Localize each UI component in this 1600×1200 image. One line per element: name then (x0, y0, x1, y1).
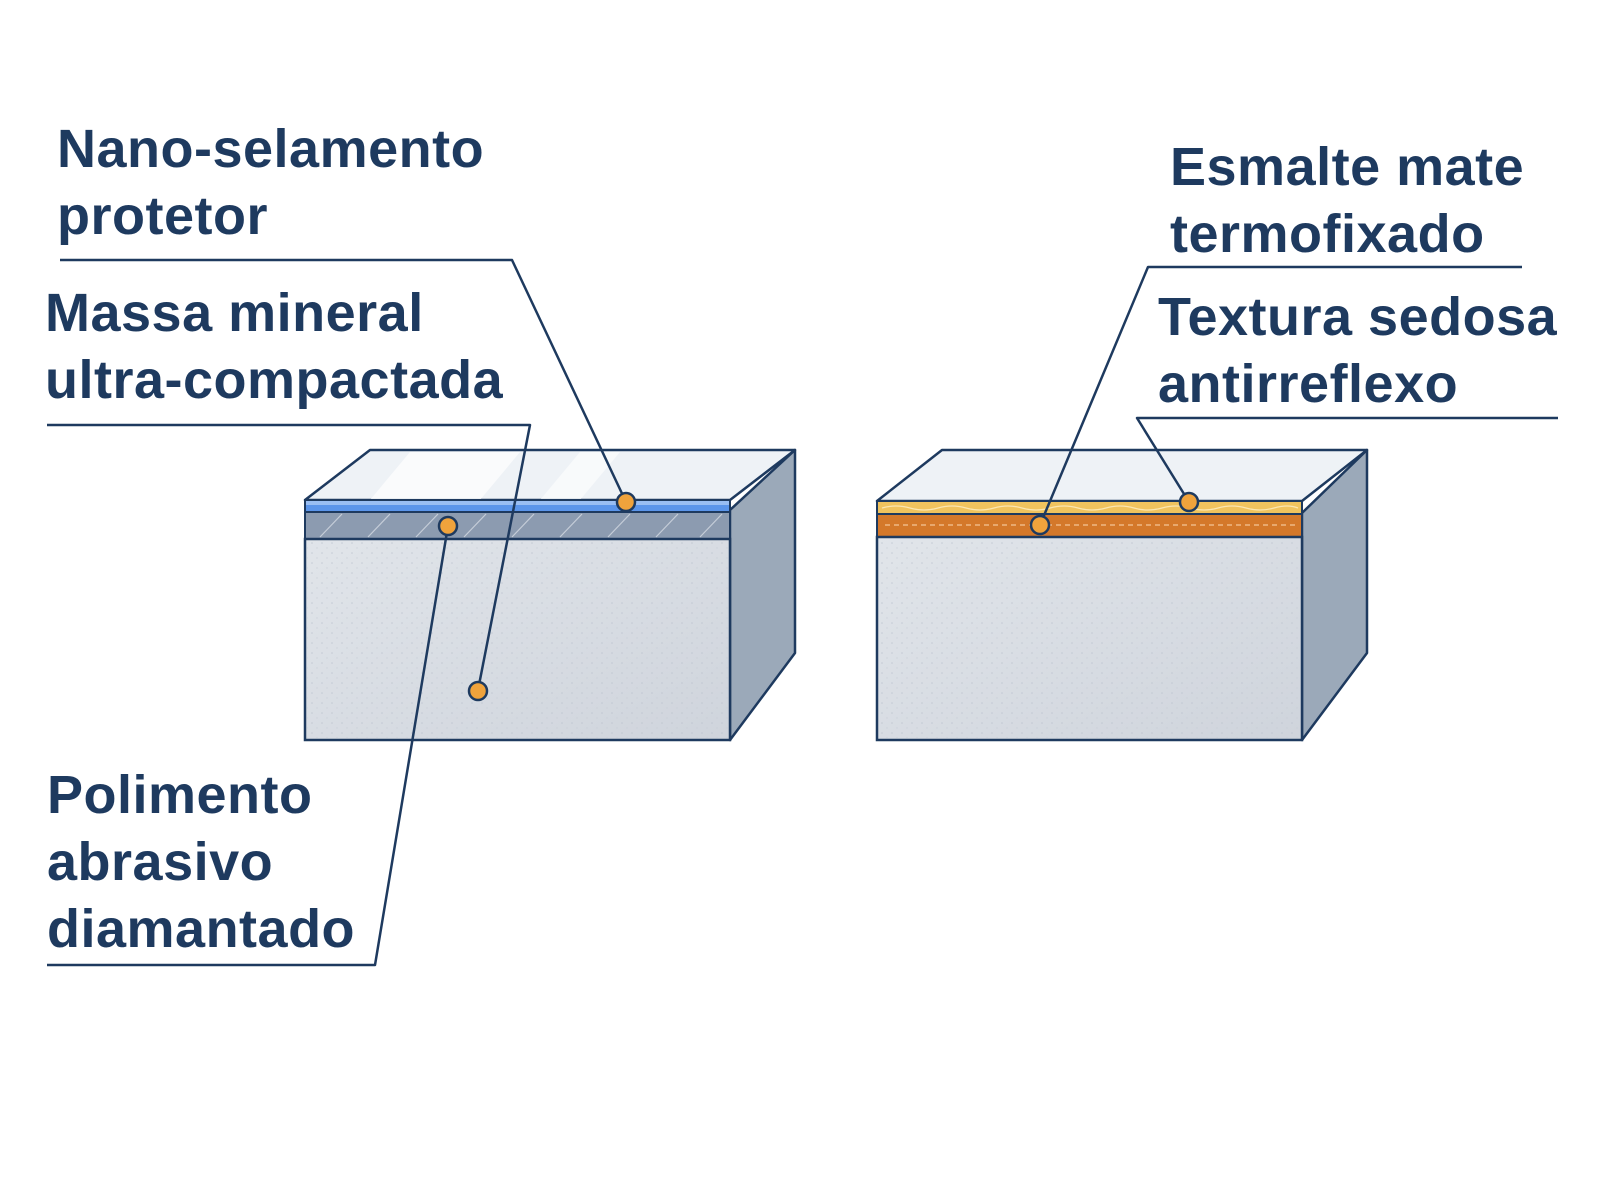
label-line: Textura sedosa (1158, 287, 1558, 347)
label-line: antirreflexo (1158, 354, 1458, 414)
marker-matte-enamel (1029, 514, 1051, 536)
label-line: termofixado (1170, 204, 1485, 264)
nano-seal-highlight (306, 501, 729, 505)
mineral-mass-hatching (319, 513, 723, 538)
labels: Nano-selamento protetor Massa mineral ul… (45, 119, 1573, 959)
matte-enamel-wave (881, 505, 1299, 511)
label-silky-texture: Textura sedosa antirreflexo (1158, 287, 1573, 414)
right-block-top-face (875, 448, 1369, 503)
label-mineral-mass: Massa mineral ultra-compactada (45, 283, 504, 410)
leader-nano-seal (60, 258, 628, 503)
leader-mineral-mass (47, 423, 532, 691)
label-line: Esmalte mate (1170, 137, 1524, 197)
marker-nano-seal (615, 491, 637, 513)
right-block-texture (879, 539, 1300, 738)
label-polishing: Polimento abrasivo diamantado (47, 765, 355, 959)
leader-lines (47, 258, 1558, 967)
marker-silky-texture (1178, 491, 1200, 513)
marker-mineral-mass (467, 680, 489, 702)
label-nano-seal: Nano-selamento protetor (57, 119, 500, 246)
leader-polishing (47, 525, 450, 967)
leader-silky-texture (1135, 416, 1558, 503)
label-line: protetor (57, 186, 268, 246)
label-line: diamantado (47, 899, 355, 959)
leader-matte-enamel (1038, 265, 1522, 526)
markers (437, 491, 1200, 702)
label-matte-enamel: Esmalte mate termofixado (1170, 137, 1540, 264)
right-block (875, 448, 1369, 742)
left-top-reflection (540, 452, 620, 500)
label-line: Nano-selamento (57, 119, 484, 179)
label-line: Polimento (47, 765, 313, 825)
left-top-reflection (370, 452, 520, 500)
marker-polishing (437, 515, 459, 537)
label-line: abrasivo (47, 832, 273, 892)
label-line: ultra-compactada (45, 350, 504, 410)
left-block-texture (307, 541, 728, 738)
left-block (303, 448, 797, 742)
label-line: Massa mineral (45, 283, 424, 343)
